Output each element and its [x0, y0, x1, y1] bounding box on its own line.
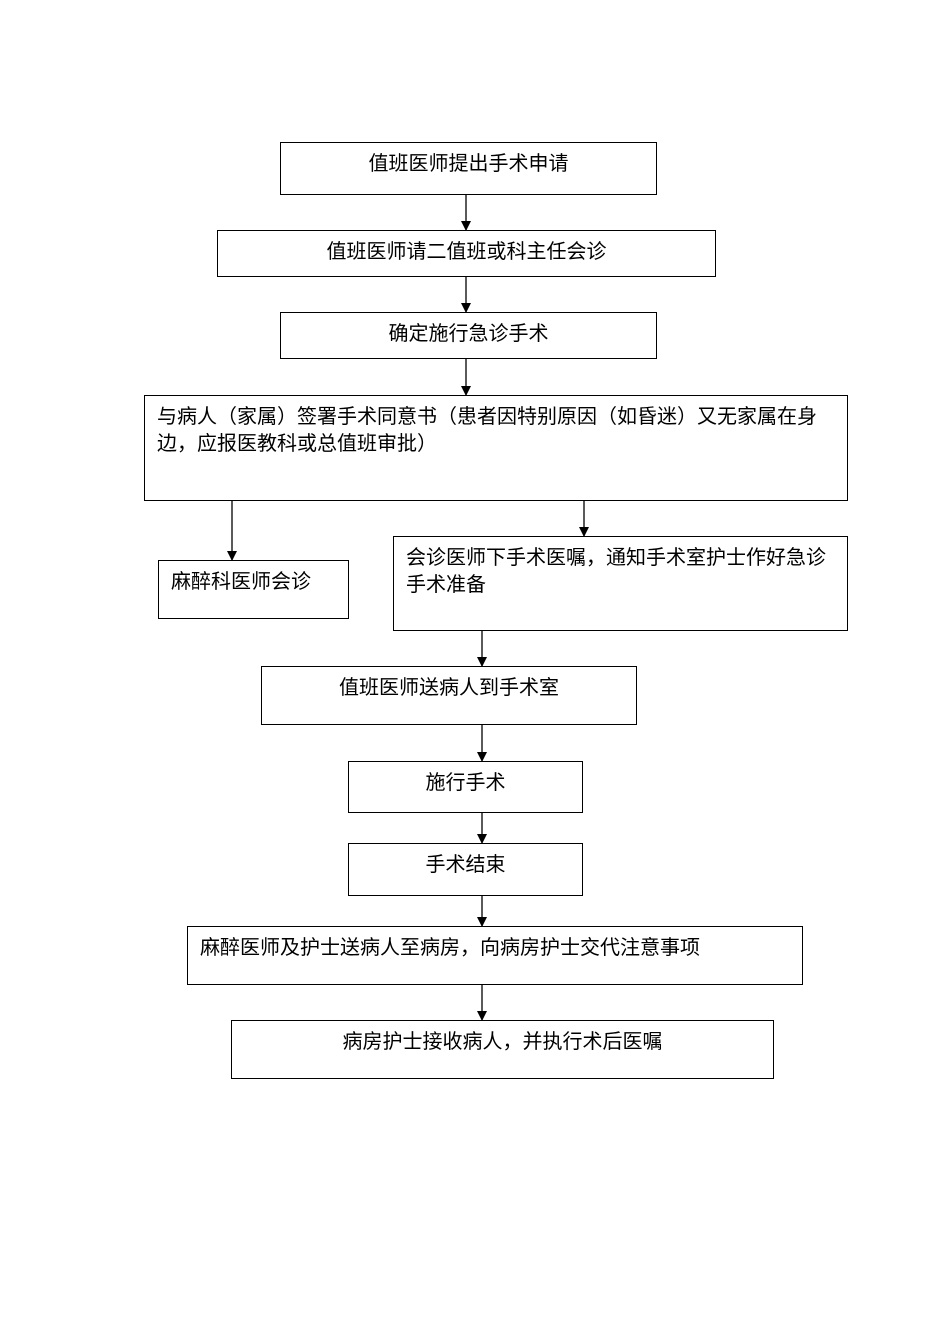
step-transfer-to-or-text: 值班医师送病人到手术室	[339, 675, 559, 699]
step-ward-receive: 病房护士接收病人，并执行术后医嘱	[231, 1020, 774, 1079]
step-sign-consent: 与病人（家属）签署手术同意书（患者因特别原因（如昏迷）又无家属在身边，应报医教科…	[144, 395, 848, 501]
step-ward-receive-text: 病房护士接收病人，并执行术后医嘱	[342, 1029, 663, 1053]
step-surgical-orders-text: 会诊医师下手术医嘱，通知手术室护士作好急诊手术准备	[406, 545, 826, 596]
step-apply-surgery: 值班医师提出手术申请	[280, 142, 657, 195]
step-perform-surgery-text: 施行手术	[425, 770, 506, 794]
step-apply-surgery-text: 值班医师提出手术申请	[368, 151, 569, 175]
step-request-consultation: 值班医师请二值班或科主任会诊	[217, 230, 716, 277]
step-surgery-end: 手术结束	[348, 843, 583, 896]
step-anesthesia-consult: 麻醉科医师会诊	[158, 560, 349, 619]
step-return-to-ward-text: 麻醉医师及护士送病人至病房，向病房护士交代注意事项	[200, 935, 700, 959]
step-decide-emergency-surgery: 确定施行急诊手术	[280, 312, 657, 359]
step-anesthesia-consult-text: 麻醉科医师会诊	[171, 569, 311, 593]
step-surgery-end-text: 手术结束	[425, 852, 506, 876]
step-surgical-orders: 会诊医师下手术医嘱，通知手术室护士作好急诊手术准备	[393, 536, 848, 631]
step-perform-surgery: 施行手术	[348, 761, 583, 813]
step-sign-consent-text: 与病人（家属）签署手术同意书（患者因特别原因（如昏迷）又无家属在身边，应报医教科…	[157, 404, 817, 455]
step-transfer-to-or: 值班医师送病人到手术室	[261, 666, 637, 725]
step-request-consultation-text: 值班医师请二值班或科主任会诊	[326, 239, 607, 263]
step-decide-emergency-surgery-text: 确定施行急诊手术	[388, 321, 549, 345]
step-return-to-ward: 麻醉医师及护士送病人至病房，向病房护士交代注意事项	[187, 926, 803, 985]
